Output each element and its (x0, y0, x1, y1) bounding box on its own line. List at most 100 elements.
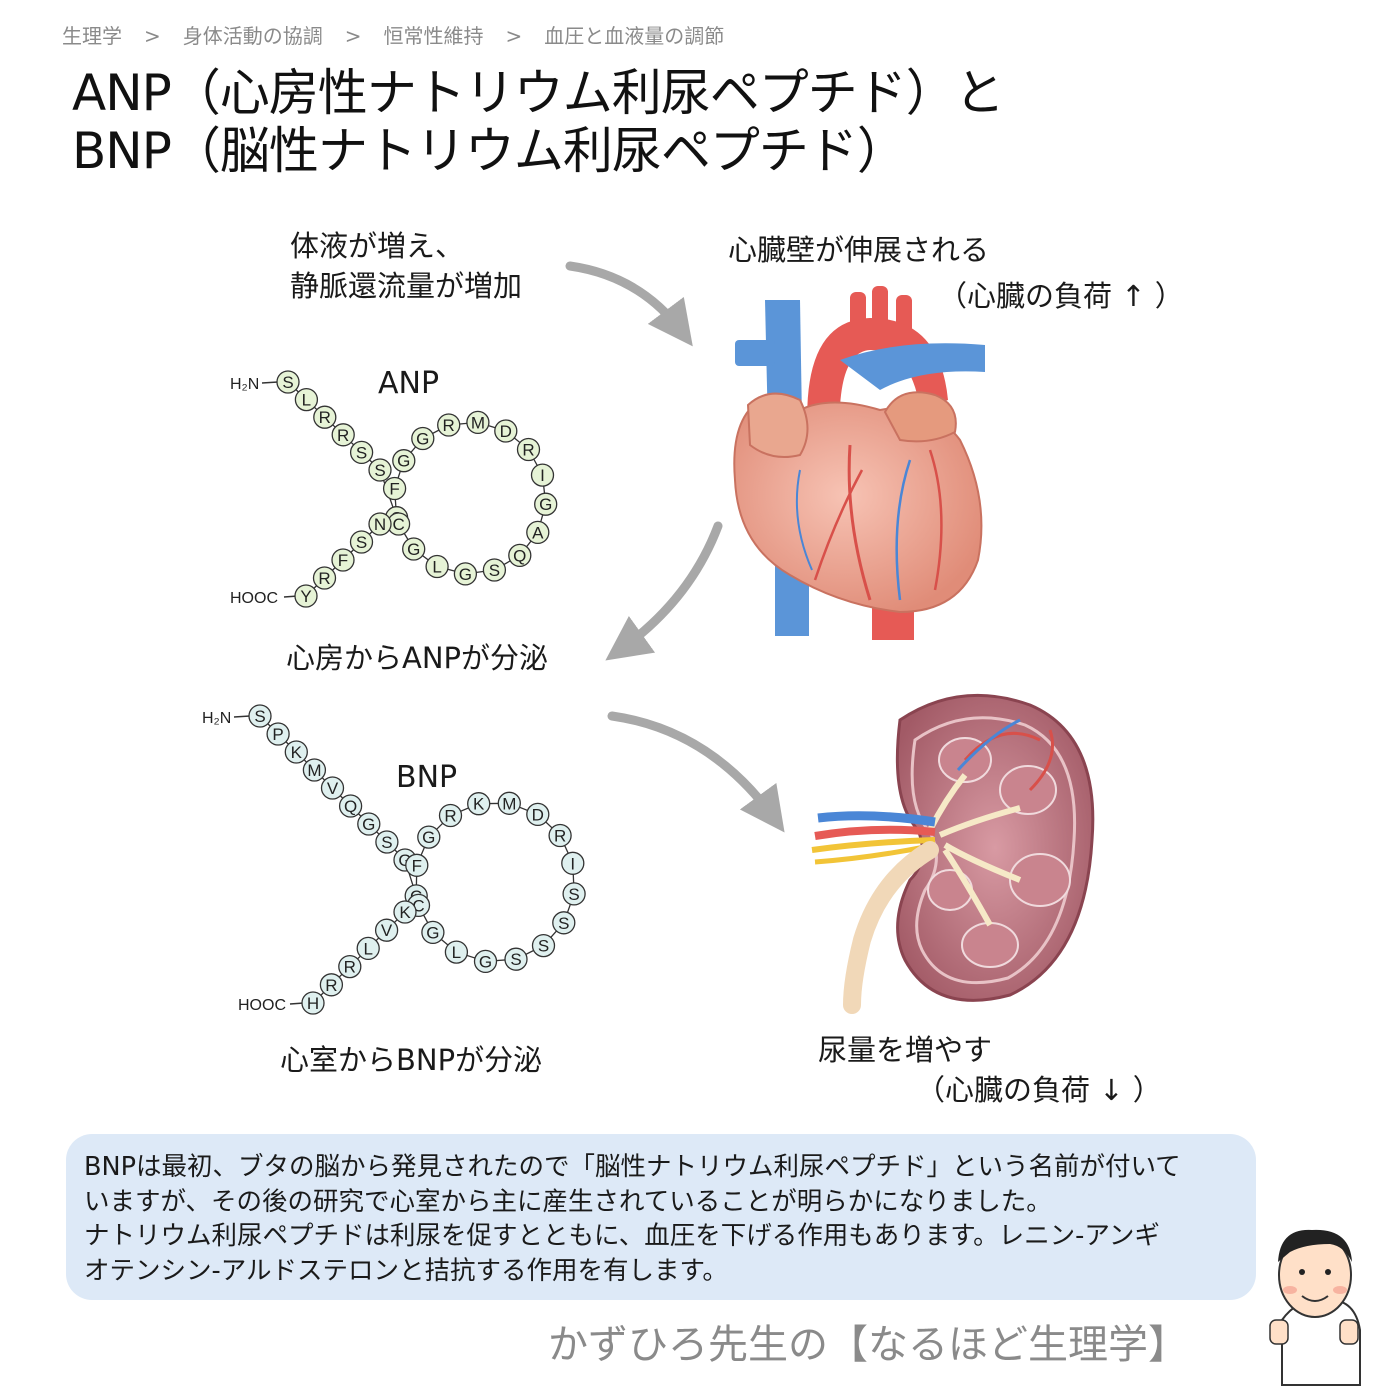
bnp-residue-bead (504, 947, 528, 971)
breadcrumb-item-physiology[interactable]: 生理学 (62, 24, 122, 48)
bnp-residue-letter: K (291, 743, 303, 762)
bnp-residue-bead (526, 802, 550, 827)
bnp-residue-letter: Q (344, 797, 357, 816)
bnp-residue-letter: G (422, 828, 435, 847)
anp-n-terminal: H₂N (230, 376, 259, 393)
anp-residue-letter: R (522, 441, 534, 460)
breadcrumb: 生理学>身体活動の協調>恒常性維持>血圧と血液量の調節 (62, 20, 724, 49)
fluid-increase-label: 体液が増え、 静脈還流量が増加 (290, 229, 523, 303)
bnp-residue-letter: R (554, 827, 566, 846)
anp-residue-letter: D (500, 422, 512, 441)
bnp-peptide-chain: H₂N HOOC SPKMVQGSGCFGRKMDRISSSSGLGCKVLRR… (202, 704, 586, 1015)
anp-residue-letter: G (539, 495, 552, 514)
breadcrumb-item-homeostasis[interactable]: 恒常性維持 (383, 24, 484, 48)
bnp-residue-letter: M (307, 761, 321, 780)
bnp-residue-letter: I (570, 854, 575, 873)
bnp-residue-bead (497, 791, 521, 815)
anp-residue-bead (466, 410, 490, 435)
anp-residue-letter: C (392, 515, 404, 534)
bnp-residue-letter: G (362, 815, 375, 834)
breadcrumb-separator: > (144, 24, 161, 48)
anp-residue-letter: S (374, 461, 385, 480)
anp-residue-bead (516, 437, 541, 462)
bnp-residue-bead (338, 794, 363, 818)
bnp-residue-bead (467, 792, 491, 816)
bnp-residue-bead (301, 991, 325, 1015)
flow-arrow-fluid-to-heart (565, 261, 693, 347)
heart-illustration (733, 286, 985, 640)
bnp-residue-letter: R (344, 958, 356, 977)
anp-residue-letter: G (459, 565, 472, 584)
bnp-residue-letter: P (272, 725, 283, 744)
bnp-residue-bead (393, 900, 417, 924)
anp-c-terminal: HOOC (230, 590, 278, 607)
anp-residue-bead (382, 476, 407, 501)
heart-stretch-label-line2: （心臓の負荷 ↑ ） (938, 279, 1184, 313)
anp-residue-bead (294, 387, 319, 412)
bnp-residue-letter: R (325, 976, 337, 995)
bnp-residue-letter: K (399, 903, 411, 922)
bnp-residue-letter: G (479, 952, 492, 971)
breadcrumb-item-blood-pressure[interactable]: 血圧と血液量の調節 (544, 24, 725, 48)
teacher-mascot-illustration (1269, 1229, 1361, 1386)
anp-residue-letter: R (318, 569, 330, 588)
bnp-residue-bead (438, 803, 463, 828)
bnp-residue-bead (421, 920, 445, 945)
site-signature: かずひろ先生の【なるほど生理学】 (548, 1322, 1188, 1368)
bnp-residue-letter: S (538, 937, 549, 956)
anp-residue-letter: R (319, 408, 331, 427)
bnp-residue-letter: L (363, 939, 372, 958)
anp-residue-letter: G (407, 540, 420, 559)
kidney-illustration (811, 693, 1095, 1014)
anp-residue-letter: A (532, 523, 544, 542)
bnp-residue-bead (338, 954, 362, 979)
bnp-residue-bead (531, 933, 556, 958)
anp-residue-bead (392, 449, 416, 473)
breadcrumb-item-coordination[interactable]: 身体活動の協調 (182, 24, 323, 48)
anp-residue-bead (349, 530, 374, 554)
bnp-residue-letter: H (307, 994, 319, 1013)
bnp-residue-bead (302, 758, 327, 782)
flow-arrow-to-kidney (607, 711, 785, 833)
anp-peptide-chain: H₂N HOOC SLRRSSCFGGRMDRIGAQSGLGCNSFRY (230, 370, 558, 608)
bnp-residue-bead (552, 911, 576, 935)
anp-residue-bead (453, 562, 478, 586)
anp-residue-letter: F (389, 480, 399, 499)
anp-residue-letter: Q (513, 546, 526, 565)
anp-secretion-label: 心房からANPが分泌 (286, 641, 549, 675)
anp-residue-bead (276, 370, 300, 394)
bnp-residue-bead (320, 776, 345, 800)
anp-residue-letter: N (374, 515, 386, 534)
anp-residue-letter: S (356, 443, 367, 462)
bnp-residue-bead (357, 812, 381, 836)
anp-residue-bead (425, 554, 449, 579)
anp-residue-letter: I (540, 466, 545, 485)
bnp-residue-bead (375, 830, 399, 854)
urine-increase-label-line1: 尿量を増やす (818, 1033, 993, 1067)
bnp-residue-letter: S (558, 914, 569, 933)
anp-residue-letter: S (489, 561, 500, 580)
anp-residue-bead (294, 584, 318, 608)
anp-residue-bead (331, 548, 355, 572)
bnp-residue-letter: S (381, 833, 392, 852)
bnp-residue-bead (356, 936, 380, 961)
urine-increase-label-line2: （心臓の負荷 ↓ ） (916, 1073, 1162, 1107)
breadcrumb-separator: > (344, 24, 362, 48)
anp-residue-bead (508, 543, 532, 568)
bnp-n-terminal: H₂N (202, 710, 231, 727)
anp-residue-bead (534, 492, 558, 516)
anp-residue-letter: G (416, 430, 429, 449)
bnp-residue-letter: S (510, 950, 521, 969)
bnp-residue-bead (444, 940, 469, 964)
anp-residue-bead (331, 423, 355, 447)
bnp-residue-bead (374, 918, 399, 942)
bnp-residue-bead (319, 973, 344, 997)
note-line: いますが、その後の研究で心室から主に産生されていることが明らかになりました。 (84, 1186, 1052, 1217)
flow-arrow-heart-to-anp (605, 521, 723, 661)
note-line: オテンシン-アルドステロンと拮抗する作用を有します。 (84, 1255, 728, 1286)
anp-residue-letter: L (432, 558, 441, 577)
bnp-residue-bead (405, 853, 429, 877)
bnp-residue-letter: K (473, 795, 485, 814)
anp-residue-letter: R (443, 416, 455, 435)
